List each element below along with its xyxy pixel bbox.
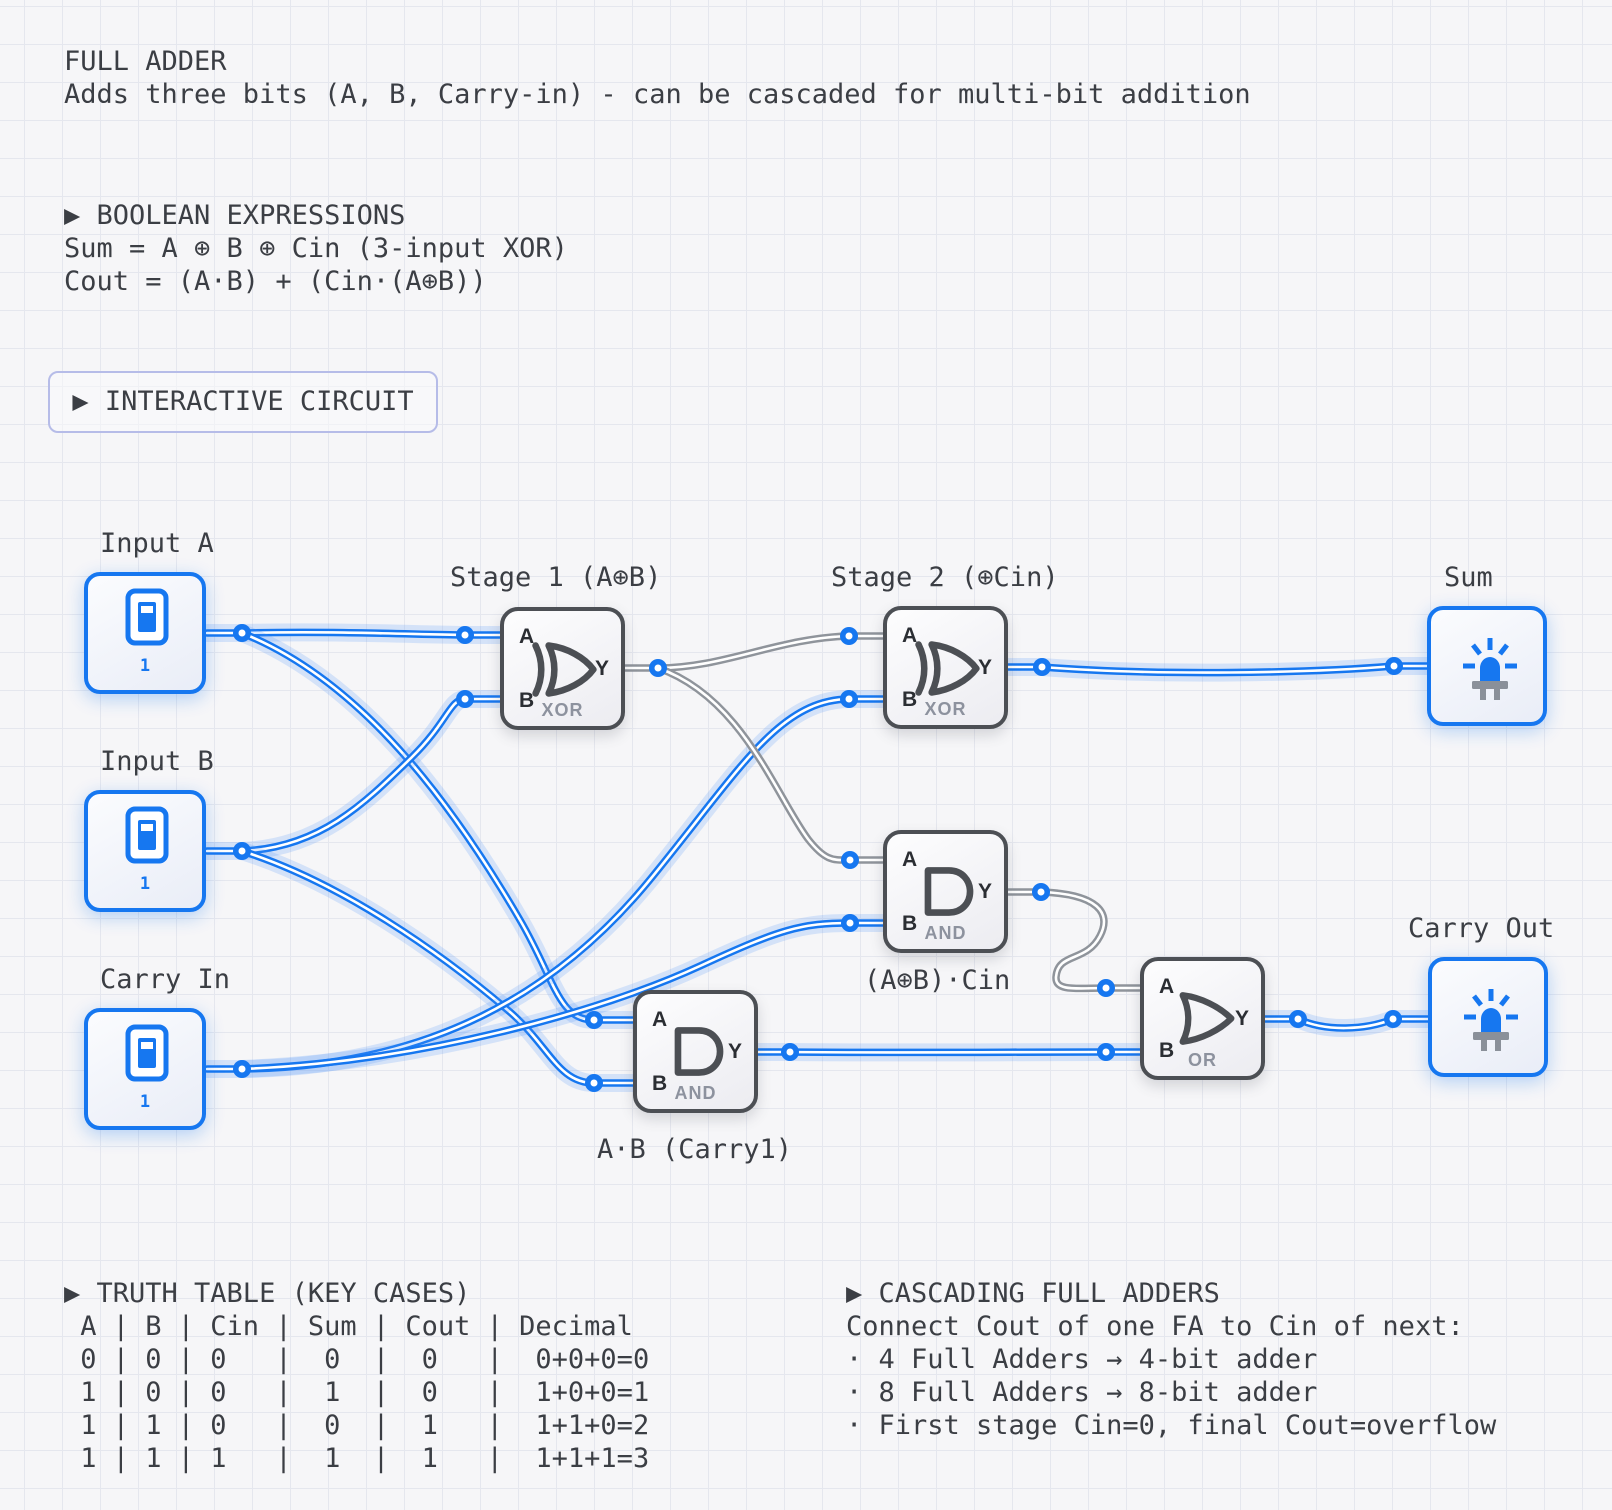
- input-b-caption: Input B: [100, 746, 214, 777]
- input-switch-b[interactable]: 1: [84, 790, 206, 912]
- and-gate-icon: [924, 867, 974, 916]
- junction-dot-core: [845, 695, 853, 703]
- switch-icon: [125, 806, 169, 864]
- switch-icon: [125, 588, 169, 646]
- boolean-section-heading: ▶ BOOLEAN EXPRESSIONS: [64, 200, 406, 231]
- truth-table-row: 0 | 0 | 0 | 0 | 0 | 0+0+0=0: [64, 1344, 650, 1375]
- junction-dot-core: [845, 632, 853, 640]
- xor-gate-icon: [532, 642, 597, 697]
- gate-type-label: OR: [1188, 1050, 1217, 1070]
- and2-caption: (A⊕B)·Cin: [864, 965, 1011, 996]
- output-led-sum[interactable]: [1427, 606, 1547, 726]
- carry-in-caption: Carry In: [100, 964, 231, 995]
- gate-type-label: XOR: [541, 700, 584, 720]
- led-icon: [1464, 989, 1518, 1051]
- switch-a-value: 1: [139, 656, 151, 676]
- wire-xor2y-to-sum: [1008, 666, 1427, 673]
- sum-caption: Sum: [1444, 562, 1493, 593]
- cout-expression: Cout = (A·B) + (Cin·(A⊕B)): [64, 266, 487, 297]
- stage1-caption: Stage 1 (A⊕B): [450, 562, 662, 593]
- pin-label-a: A: [902, 848, 918, 871]
- page-title: FULL ADDER: [64, 46, 227, 77]
- page-subtitle: Adds three bits (A, B, Carry-in) - can b…: [64, 79, 1251, 110]
- pin-label-b: B: [902, 688, 918, 711]
- input-a-caption: Input A: [100, 528, 214, 559]
- truth-table-row: 1 | 1 | 0 | 0 | 1 | 1+1+0=2: [64, 1410, 650, 1441]
- gate-and-stage2[interactable]: A B Y AND: [883, 830, 1008, 953]
- truth-table-header-row: A | B | Cin | Sum | Cout | Decimal: [64, 1311, 633, 1342]
- junction-dot-core: [238, 629, 246, 637]
- led-icon: [1463, 638, 1517, 700]
- junction-dot-core: [238, 847, 246, 855]
- junction-dot-core: [846, 919, 854, 927]
- gate-type-label: AND: [674, 1083, 717, 1103]
- pin-label-a: A: [519, 625, 535, 648]
- switch-cin-value: 1: [139, 1092, 151, 1112]
- junction-dot-core: [1294, 1015, 1302, 1023]
- junction-dot-core: [1037, 888, 1045, 896]
- junction-dot-core: [461, 631, 469, 639]
- junction-dot-core: [654, 664, 662, 672]
- junction-dot-core: [461, 695, 469, 703]
- cascading-line: · First stage Cin=0, final Cout=overflow: [846, 1410, 1497, 1441]
- interactive-circuit-button[interactable]: ▶ INTERACTIVE CIRCUIT: [48, 371, 438, 433]
- junction-dots: [233, 624, 1403, 1092]
- truth-table-row: 1 | 1 | 1 | 1 | 1 | 1+1+1=3: [64, 1443, 650, 1474]
- gate-and-carry1[interactable]: A B Y AND: [633, 990, 758, 1113]
- cascading-heading: ▶ CASCADING FULL ADDERS: [846, 1278, 1220, 1309]
- truth-table-row: 1 | 0 | 0 | 1 | 0 | 1+0+0=1: [64, 1377, 650, 1408]
- pin-label-a: A: [902, 624, 918, 647]
- gate-type-label: AND: [924, 923, 967, 943]
- switch-icon: [125, 1024, 169, 1082]
- pin-label-a: A: [1159, 975, 1175, 998]
- junction-dot-core: [846, 856, 854, 864]
- pin-label-y: Y: [977, 656, 992, 679]
- pin-label-y: Y: [727, 1040, 742, 1063]
- junction-dot-core: [1038, 663, 1046, 671]
- cascading-line: · 4 Full Adders → 4-bit adder: [846, 1344, 1318, 1375]
- sum-expression: Sum = A ⊕ B ⊕ Cin (3-input XOR): [64, 233, 568, 264]
- and-gate-icon: [674, 1027, 724, 1076]
- gate-xor-stage2[interactable]: A B Y XOR: [883, 606, 1008, 729]
- junction-dot-core: [590, 1079, 598, 1087]
- junction-dot-core: [238, 1065, 246, 1073]
- or-gate-icon: [1179, 992, 1235, 1045]
- xor-gate-icon: [915, 641, 980, 696]
- wire-and2y-to-ora: [1008, 892, 1140, 988]
- pin-label-y: Y: [1234, 1007, 1249, 1030]
- pin-label-y: Y: [594, 657, 609, 680]
- junction-dot-core: [1389, 1015, 1397, 1023]
- cascading-line: · 8 Full Adders → 8-bit adder: [846, 1377, 1318, 1408]
- junction-dot-core: [1390, 662, 1398, 670]
- and1-caption: A·B (Carry1): [597, 1134, 793, 1165]
- pin-label-a: A: [652, 1008, 668, 1031]
- carry-out-caption: Carry Out: [1408, 913, 1555, 944]
- output-led-carry-out[interactable]: [1428, 957, 1548, 1077]
- junction-dot-core: [590, 1016, 598, 1024]
- stage2-caption: Stage 2 (⊕Cin): [831, 562, 1059, 593]
- pin-label-b: B: [1159, 1039, 1175, 1062]
- pin-label-b: B: [652, 1072, 668, 1095]
- input-switch-carry-in[interactable]: 1: [84, 1008, 206, 1130]
- junction-dot-core: [1102, 984, 1110, 992]
- pin-label-b: B: [519, 689, 535, 712]
- cascading-line: Connect Cout of one FA to Cin of next:: [846, 1311, 1464, 1342]
- junction-dot-core: [786, 1048, 794, 1056]
- truth-table-heading: ▶ TRUTH TABLE (KEY CASES): [64, 1278, 471, 1309]
- pin-label-b: B: [902, 912, 918, 935]
- switch-b-value: 1: [139, 874, 151, 894]
- gate-xor-stage1[interactable]: A B Y XOR: [500, 607, 625, 730]
- gate-or-carryout[interactable]: A B Y OR: [1140, 957, 1265, 1080]
- pin-label-y: Y: [977, 880, 992, 903]
- junction-dot-core: [1102, 1048, 1110, 1056]
- gate-type-label: XOR: [924, 699, 967, 719]
- input-switch-a[interactable]: 1: [84, 572, 206, 694]
